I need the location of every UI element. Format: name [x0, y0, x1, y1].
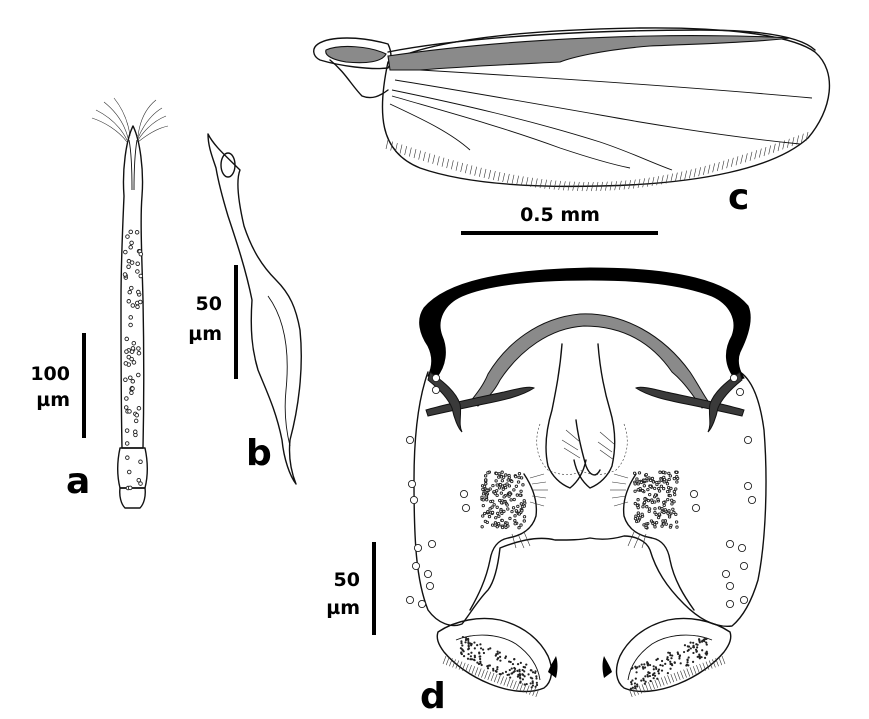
structure-b-outline: [207, 133, 302, 485]
panel-b-structure: [207, 133, 302, 485]
structure-b-bulb: [220, 152, 236, 178]
wing-costa: [387, 29, 816, 53]
hypopygium-outline: [413, 371, 767, 627]
panel-d-hypopygium: [405, 267, 767, 697]
hypopygium-right-volsella: [573, 343, 616, 489]
wing-base-sclerite: [325, 45, 387, 64]
wing-base: [313, 37, 392, 70]
hypopygium-left-gonostylus: [436, 617, 553, 693]
antenna-apical-setae: [91, 97, 169, 143]
panel-label-c: c: [728, 177, 749, 218]
panel-label-d: d: [420, 676, 446, 717]
hypopygium-left-lobe-dotted: [536, 423, 585, 475]
wing-vein-cu2: [391, 95, 631, 169]
hypopygium-left-phallapodeme: [427, 371, 463, 433]
hypopygium-dorsal-arch: [419, 267, 751, 381]
hypopygium-left-setal-pores: [405, 373, 471, 609]
hypopygium-left-gonostylus-inner: [455, 634, 541, 681]
antenna-flagellum-tip: [128, 139, 138, 191]
wing-vein-cu1: [391, 89, 673, 171]
scale-bar-c: 0.5 mm: [461, 204, 658, 235]
wing-vein-an: [389, 103, 471, 151]
hypopygium-right-setal-pores: [689, 373, 757, 609]
scale-bar-a-value: 100: [30, 363, 70, 385]
hypopygium-left-gonocoxite-margin: [469, 473, 538, 611]
hypopygium-median-setae: [561, 429, 615, 461]
hypopygium-left-megaseta: [548, 656, 558, 678]
antenna-sensilla: [122, 229, 144, 491]
wing-alula: [329, 59, 389, 99]
scale-bar-d-unit: µm: [326, 597, 360, 619]
scale-bar-c-label: 0.5 mm: [520, 204, 600, 226]
structure-b-inner: [267, 295, 291, 447]
antenna-pedicel: [117, 447, 148, 489]
panel-label-b: b: [246, 433, 272, 474]
scale-bar-b-unit: µm: [188, 323, 222, 345]
scale-bar-a-unit: µm: [36, 389, 70, 411]
hypopygium-right-lobe-dotted: [579, 423, 628, 475]
hypopygium-right-microtrichia: [632, 470, 680, 530]
panel-label-a: a: [66, 461, 90, 502]
scale-bar-b-value: 50: [196, 293, 222, 315]
hypopygium-inner-hairs: [511, 473, 647, 549]
panel-a-antenna: [91, 97, 169, 509]
hypopygium-right-gonocoxite-margin: [622, 473, 695, 611]
antenna-scape: [119, 487, 146, 509]
wing-outline: [381, 27, 831, 188]
scale-bar-a: 100 µm: [30, 333, 86, 438]
hypopygium-right-gonostylus: [615, 617, 732, 693]
wing-anterior-veins: [387, 35, 791, 71]
hypopygium-gonostylus-hairs: [442, 655, 726, 697]
scale-bar-d-value: 50: [334, 569, 360, 591]
panel-c-wing: [313, 27, 831, 192]
wing-vein-m: [394, 79, 801, 145]
hypopygium-gonostylus-stipple: [459, 635, 709, 690]
hypopygium-right-megaseta: [602, 656, 612, 678]
hypopygium-anal-point: [575, 419, 601, 476]
scale-bar-b: 50 µm: [188, 265, 238, 379]
hypopygium-left-volsella: [545, 343, 587, 489]
scale-bar-d: 50 µm: [326, 542, 376, 635]
wing-fringe: [385, 131, 809, 192]
hypopygium-left-microtrichia: [480, 470, 527, 530]
wing-vein-r45: [419, 69, 813, 99]
hypopygium-right-phallapodeme: [707, 371, 743, 433]
